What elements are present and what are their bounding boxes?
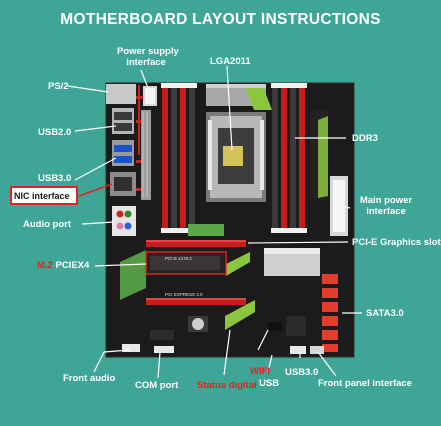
label-main-power: Main power interface [356, 195, 416, 217]
label-com-port: COM port [135, 380, 179, 391]
nic-label-box [10, 186, 78, 205]
label-wifi: WIFI [250, 366, 271, 377]
ddr3-slot [162, 84, 168, 232]
label-power-supply-line1: Power supply [117, 46, 179, 57]
vrm-heatsink [141, 110, 151, 200]
sata-port [322, 274, 338, 284]
label-power-supply: Power supply interface [117, 46, 179, 68]
page-title: MOTHERBOARD LAYOUT INSTRUCTIONS [60, 11, 381, 28]
label-main-power-line2: interface [366, 206, 406, 217]
label-m2: M.2 PCIEX4 [37, 260, 89, 271]
ps2-connector [106, 84, 136, 104]
label-usb30-bottom: USB3.0 [285, 367, 319, 378]
m2-highlight-box [145, 251, 227, 275]
com-port-header [154, 346, 174, 353]
label-audio-port: Audio port [23, 219, 72, 230]
label-m2-prefix: M.2 [37, 260, 53, 271]
m2-slot-text: PCI-E x4 M.2 [165, 256, 192, 261]
label-sata: SATA3.0 [366, 308, 404, 319]
label-ddr3: DDR3 [352, 133, 378, 144]
pcie-slot-2 [146, 298, 246, 305]
label-lga2011: LGA2011 [210, 56, 251, 67]
label-m2-suffix: PCIEX4 [55, 260, 90, 271]
nic-leader-line [78, 183, 113, 197]
front-audio-header [122, 344, 140, 352]
label-power-supply-line2: interface [126, 57, 166, 68]
slot-silkscreen: PCI EXPRESS 3.0 [165, 292, 203, 297]
label-pcie: PCI-E Graphics slot [352, 237, 441, 248]
label-ps2: PS/2 [48, 81, 69, 92]
leader-lines [67, 65, 362, 379]
label-front-audio: Front audio [63, 373, 116, 384]
audio-jacks [112, 206, 136, 236]
label-main-power-line1: Main power [359, 195, 413, 206]
status-digital-display [268, 322, 282, 331]
label-status-digital: Status digital [197, 380, 257, 391]
label-usb20: USB2.0 [38, 127, 72, 138]
label-usb: USB [259, 378, 280, 389]
label-front-panel: Front panel interface [318, 378, 412, 389]
pcie-x16-slot [146, 240, 246, 247]
label-nic: NIC interface [14, 191, 70, 201]
label-usb30-left: USB3.0 [38, 173, 72, 184]
